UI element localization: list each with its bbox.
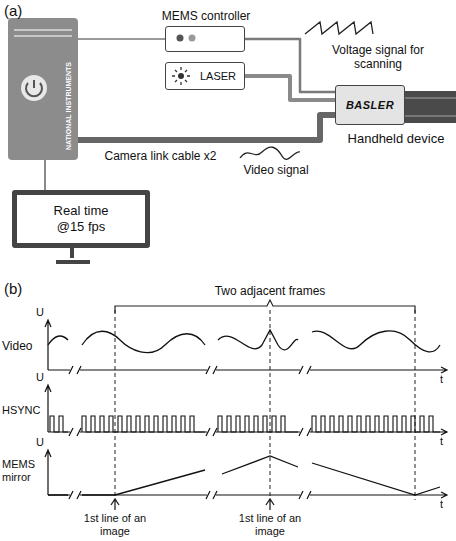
- label: t: [440, 373, 452, 386]
- cable: [78, 115, 335, 140]
- label: Camera link cable x2: [88, 150, 233, 164]
- cable-line: [245, 76, 335, 100]
- monitor-stand: [56, 248, 90, 262]
- label: U: [36, 436, 48, 449]
- monitor: Real time @15 fps: [12, 190, 150, 248]
- axes: [45, 320, 447, 499]
- cable: [45, 160, 46, 190]
- cable: [245, 76, 335, 100]
- node-text: LASER: [200, 70, 236, 82]
- pc-tower: NATIONAL INSTRUMENTS: [8, 18, 78, 160]
- label: Handheld device: [340, 132, 452, 147]
- camera-box: BASLER: [335, 85, 405, 125]
- controller-leds: [166, 27, 246, 53]
- axis-line: [48, 366, 447, 374]
- cable-line: [44, 160, 46, 190]
- label: 1st line of an image: [75, 512, 155, 537]
- label: (a): [4, 2, 44, 19]
- laser-box: LASER: [165, 62, 245, 90]
- node-text: MEMS controller: [162, 9, 251, 23]
- node-text: Real time @15 fps: [39, 203, 123, 234]
- axis-line: [48, 491, 447, 499]
- label: Voltage signal for scanning: [318, 44, 438, 72]
- label: U: [36, 371, 48, 384]
- marker-arrow: [111, 499, 274, 510]
- mirror-signal: [48, 456, 440, 495]
- cable-line: [78, 115, 335, 140]
- label: Video: [2, 340, 46, 354]
- label: Video signal: [236, 164, 316, 178]
- laser-icon: [168, 63, 194, 89]
- sawtooth-signal: [305, 22, 373, 34]
- handheld-tube: [405, 91, 456, 123]
- frame-bracket: [115, 300, 415, 313]
- axis-line: [45, 320, 51, 370]
- label: t: [440, 435, 452, 448]
- label: Two adjacent frames: [180, 285, 360, 299]
- video-waveform: [240, 147, 300, 159]
- hsync-signal: [50, 416, 440, 432]
- controller-box: MEMS controller: [165, 26, 245, 52]
- label: HSYNC: [2, 404, 46, 417]
- node-text: BASLER: [346, 99, 394, 111]
- axis-line: [45, 450, 51, 495]
- cable: [78, 39, 165, 40]
- video-signal: [48, 330, 440, 353]
- label: 1st line of an image: [230, 512, 310, 537]
- label: U: [36, 306, 48, 319]
- node-text: NATIONAL INSTRUMENTS: [65, 62, 72, 150]
- label: (b): [4, 280, 44, 297]
- label: MEMS mirror: [2, 458, 44, 483]
- tube-lines: [405, 98, 456, 116]
- cable-line: [78, 38, 165, 40]
- label: t: [440, 498, 452, 511]
